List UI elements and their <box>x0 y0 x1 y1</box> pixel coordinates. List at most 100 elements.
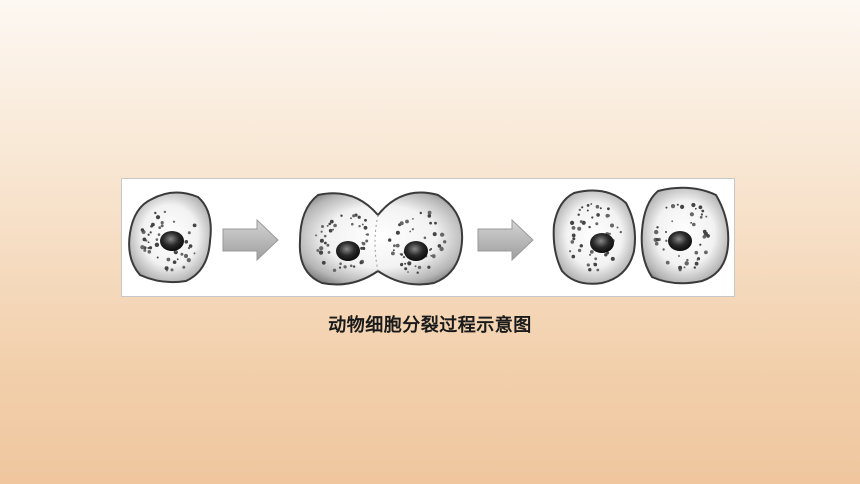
granule <box>147 241 150 244</box>
granule <box>665 231 667 233</box>
granule <box>599 207 602 210</box>
granule <box>423 236 427 240</box>
granule <box>319 246 324 251</box>
granule <box>578 208 581 212</box>
granule <box>180 252 184 256</box>
granule <box>607 207 610 211</box>
granule <box>326 243 330 247</box>
granule <box>405 219 409 224</box>
granule <box>586 263 590 267</box>
granule <box>591 216 594 219</box>
granule <box>407 271 409 273</box>
granule <box>432 232 437 237</box>
granule <box>339 262 342 265</box>
granule <box>142 237 147 242</box>
granule <box>439 246 444 252</box>
granule <box>429 221 432 225</box>
granule <box>324 241 327 245</box>
granule <box>149 231 152 234</box>
cytoplasm-granules <box>388 210 447 274</box>
granule <box>581 206 584 209</box>
nucleus <box>336 241 360 261</box>
granule <box>363 225 368 230</box>
granule <box>692 222 696 227</box>
granule <box>366 233 369 236</box>
granule <box>360 246 364 250</box>
granule <box>654 241 659 246</box>
granule <box>400 253 404 256</box>
granule <box>361 241 364 244</box>
granule <box>176 258 179 261</box>
granule <box>154 242 160 247</box>
granule <box>412 218 414 220</box>
cleavage-furrow <box>374 214 379 272</box>
granule <box>608 232 611 235</box>
nucleus <box>590 233 614 253</box>
granule <box>665 260 670 265</box>
granule <box>393 249 395 252</box>
granule <box>594 257 598 261</box>
granule <box>188 244 193 248</box>
granule <box>357 215 361 219</box>
granule <box>407 261 412 266</box>
granule <box>684 261 689 266</box>
granule <box>427 265 431 269</box>
granule <box>147 250 152 254</box>
granule <box>160 221 164 225</box>
granule <box>184 240 189 244</box>
granule <box>319 238 324 243</box>
granule <box>577 226 582 231</box>
granule <box>700 213 704 216</box>
granule <box>327 251 331 254</box>
granule <box>604 253 608 257</box>
granule <box>678 265 683 270</box>
granule <box>656 226 659 229</box>
granule <box>400 263 404 267</box>
granule <box>676 203 679 206</box>
granule <box>332 268 337 272</box>
granule <box>693 266 696 269</box>
granule <box>571 226 576 230</box>
granule <box>430 248 433 250</box>
granule <box>140 245 145 250</box>
diagram-canvas <box>128 186 730 286</box>
granule <box>143 248 147 252</box>
granule <box>694 250 699 255</box>
granule <box>170 268 174 272</box>
granule <box>388 238 392 242</box>
granule <box>443 240 447 244</box>
granule <box>665 239 668 242</box>
granule <box>172 220 176 223</box>
granule <box>411 228 414 231</box>
granule <box>320 230 323 233</box>
granule <box>577 213 580 216</box>
granule <box>160 224 164 228</box>
granule <box>572 237 576 241</box>
granule <box>596 268 600 272</box>
granule <box>699 215 703 219</box>
granule <box>703 231 708 236</box>
granule <box>442 233 445 236</box>
granule <box>340 214 343 217</box>
granule <box>431 254 436 258</box>
granule <box>702 235 707 239</box>
granule <box>328 228 333 233</box>
arrow-right-icon <box>477 218 534 262</box>
granule <box>154 211 157 215</box>
granule <box>414 265 417 268</box>
granule <box>579 244 583 248</box>
granule <box>595 204 600 209</box>
granule <box>577 248 582 253</box>
granule <box>391 251 395 256</box>
granule <box>686 258 689 262</box>
granule <box>430 254 433 257</box>
granule <box>157 233 161 236</box>
granule <box>187 231 191 235</box>
granule <box>437 244 442 248</box>
granule <box>680 204 685 209</box>
granule <box>172 260 177 264</box>
granule <box>704 250 708 255</box>
granule <box>434 221 437 225</box>
granule <box>166 257 171 262</box>
granule <box>402 255 406 259</box>
